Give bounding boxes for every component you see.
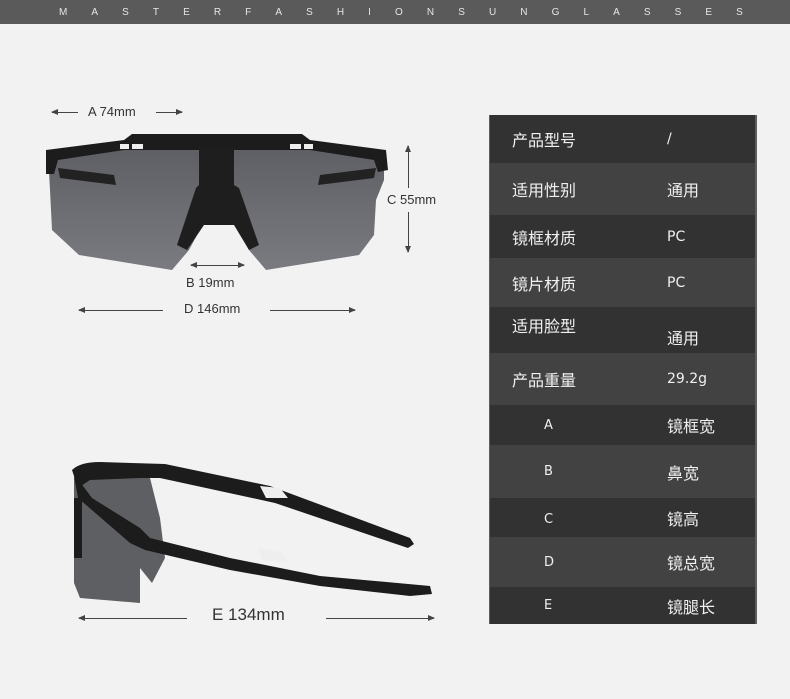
banner-letter: N	[520, 6, 528, 18]
dim-a-arrow-right	[156, 109, 183, 115]
spec-table: 产品型号 / 适用性别 通用 镜框材质 PC 镜片材质 PC 适用脸型 通用 产…	[489, 115, 757, 624]
row-key: 镜片材质	[512, 274, 577, 294]
banner-letter: E	[183, 6, 190, 18]
dim-a-label: A 74mm	[88, 104, 136, 119]
sunglasses-side-image	[72, 462, 432, 603]
sunglasses-front-image	[46, 134, 388, 270]
banner-letter: G	[551, 6, 560, 18]
row-value: PC	[667, 274, 686, 291]
row-value: 通用	[667, 181, 700, 200]
table-row: A 镜框宽	[490, 405, 755, 445]
banner-letter: E	[705, 6, 712, 18]
row-value: 镜总宽	[667, 554, 716, 573]
dim-d-arrow-left	[78, 307, 163, 313]
row-key: B	[544, 464, 553, 479]
banner-letter: S	[643, 6, 651, 18]
table-row: D 镜总宽	[490, 537, 755, 587]
row-key: A	[544, 417, 553, 433]
table-row: E 镜腿长	[490, 587, 755, 624]
row-key: 适用性别	[512, 181, 577, 200]
dim-c-arrow-up	[405, 145, 411, 188]
table-row: 镜片材质 PC	[490, 258, 755, 307]
banner-letter: S	[122, 6, 129, 18]
banner-letter: S	[674, 6, 682, 18]
banner-letter: A	[613, 6, 620, 18]
row-value: 镜腿长	[667, 597, 716, 617]
table-row: B 鼻宽	[490, 445, 755, 498]
row-key: E	[544, 598, 553, 613]
dim-c-label: C 55mm	[387, 192, 437, 207]
row-key: C	[544, 512, 554, 527]
dim-b-arrow	[190, 262, 245, 268]
table-row: 镜框材质 PC	[490, 215, 755, 258]
banner-letter: A	[91, 6, 99, 18]
banner-letter: R	[213, 6, 222, 18]
row-key: 产品型号	[512, 131, 577, 150]
dim-e-label: E 134mm	[212, 605, 285, 624]
table-row: 产品型号 /	[490, 115, 755, 163]
dim-e-arrow-right	[326, 615, 435, 621]
table-row: 适用脸型 通用	[490, 307, 755, 353]
row-key: 镜框材质	[512, 228, 577, 248]
table-row: 产品重量 29.2g	[490, 353, 755, 405]
banner-letter: F	[245, 6, 252, 18]
banner-letter: S	[458, 6, 465, 18]
row-value: 镜框宽	[667, 417, 716, 436]
banner-letter: S	[306, 6, 313, 18]
table-row: 适用性别 通用	[490, 163, 755, 215]
dim-e-arrow-left	[78, 615, 187, 621]
row-key: 适用脸型	[512, 317, 577, 336]
brand-title: M A S T E R F A S H I O N S U N G L A S …	[59, 7, 743, 18]
banner-letter: O	[395, 6, 403, 18]
banner-letter: T	[152, 6, 160, 18]
banner-letter: A	[275, 6, 283, 18]
table-row: C 镜高	[490, 498, 755, 537]
dim-d-arrow-right	[270, 307, 356, 313]
brand-banner: M A S T E R F A S H I O N S U N G L A S …	[0, 0, 790, 24]
banner-letter: U	[488, 6, 497, 18]
dim-b-label: B 19mm	[186, 275, 235, 290]
banner-letter: M	[59, 6, 68, 18]
banner-letter: S	[736, 6, 743, 18]
banner-letter: I	[368, 6, 371, 18]
banner-letter: H	[336, 6, 345, 18]
row-key: 产品重量	[512, 371, 577, 390]
dim-a-arrow-left	[51, 109, 78, 115]
row-key: D	[544, 554, 555, 570]
row-value: 鼻宽	[667, 463, 700, 483]
row-value: 通用	[667, 329, 700, 348]
row-value: /	[667, 131, 672, 147]
dim-c-arrow-down	[405, 212, 411, 253]
row-value: 29.2g	[667, 371, 708, 387]
banner-letter: N	[426, 6, 435, 18]
banner-letter: L	[583, 6, 589, 18]
row-value: 镜高	[667, 510, 700, 529]
dim-d-label: D 146mm	[184, 301, 241, 316]
row-value: PC	[667, 228, 686, 245]
